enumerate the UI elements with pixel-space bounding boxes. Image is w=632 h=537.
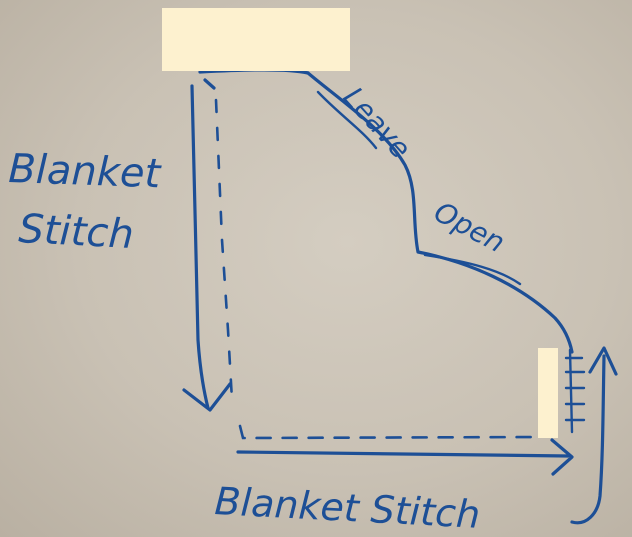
left-edge-line [192, 86, 208, 408]
right-edge-upward-line [572, 356, 604, 523]
bottom-edge-line [238, 452, 568, 456]
bottom-stitch-label: Blanket Stitch [214, 479, 482, 537]
leave-open-accent-lower [425, 255, 520, 284]
leave-label: Leave [337, 81, 418, 165]
redaction-box-right [538, 348, 558, 438]
redaction-box-top [162, 8, 350, 71]
left-edge-tick [205, 80, 214, 88]
left-stitch-dashes [216, 100, 232, 400]
open-label: Open [429, 195, 511, 259]
left-stitch-label-line1: Blanket [8, 146, 163, 197]
right-stitch-dashes [566, 358, 584, 420]
left-stitch-label-line2: Stitch [17, 206, 134, 258]
bottom-stitch-dashes [240, 426, 540, 438]
